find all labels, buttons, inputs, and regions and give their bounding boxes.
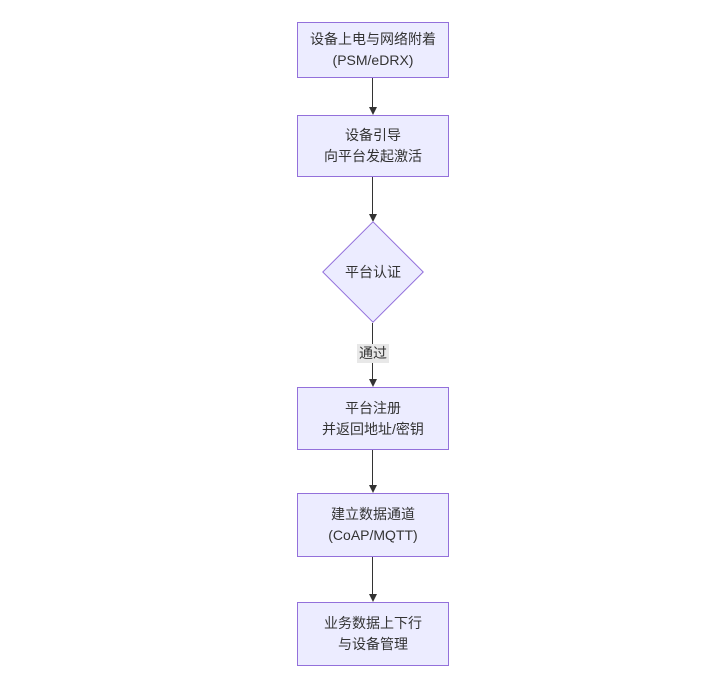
edge-power-bootstrap-line bbox=[372, 78, 373, 108]
node-text-line: 平台认证 bbox=[345, 263, 401, 280]
edge-register-channel-line bbox=[372, 450, 373, 486]
node-text-line: 设备上电与网络附着 bbox=[310, 31, 436, 47]
node-data-channel: 建立数据通道 (CoAP/MQTT) bbox=[297, 493, 449, 557]
arrowhead-icon bbox=[369, 485, 377, 493]
node-text-line: 设备引导 bbox=[345, 127, 401, 143]
node-register: 平台注册 并返回地址/密钥 bbox=[297, 387, 449, 450]
edge-channel-business-line bbox=[372, 557, 373, 595]
node-text-line: 建立数据通道 bbox=[331, 506, 415, 522]
arrowhead-icon bbox=[369, 594, 377, 602]
node-text-line: 与设备管理 bbox=[338, 636, 408, 652]
edge-bootstrap-auth-line bbox=[372, 177, 373, 215]
arrowhead-icon bbox=[369, 214, 377, 222]
node-bootstrap: 设备引导 向平台发起激活 bbox=[297, 115, 449, 177]
node-platform-auth: 平台认证 bbox=[322, 221, 424, 323]
node-business: 业务数据上下行 与设备管理 bbox=[297, 602, 449, 666]
node-power-attach: 设备上电与网络附着 (PSM/eDRX) bbox=[297, 22, 449, 78]
arrowhead-icon bbox=[369, 107, 377, 115]
arrowhead-icon bbox=[369, 379, 377, 387]
node-text-line: (CoAP/MQTT) bbox=[328, 527, 418, 543]
node-text-line: 并返回地址/密钥 bbox=[322, 420, 424, 437]
node-text-line: 平台注册 bbox=[345, 399, 401, 416]
node-text-line: 业务数据上下行 bbox=[324, 615, 422, 631]
edge-label-pass: 通过 bbox=[357, 344, 389, 363]
node-text-line: 向平台发起激活 bbox=[324, 148, 422, 164]
node-text-line: (PSM/eDRX) bbox=[332, 52, 414, 68]
